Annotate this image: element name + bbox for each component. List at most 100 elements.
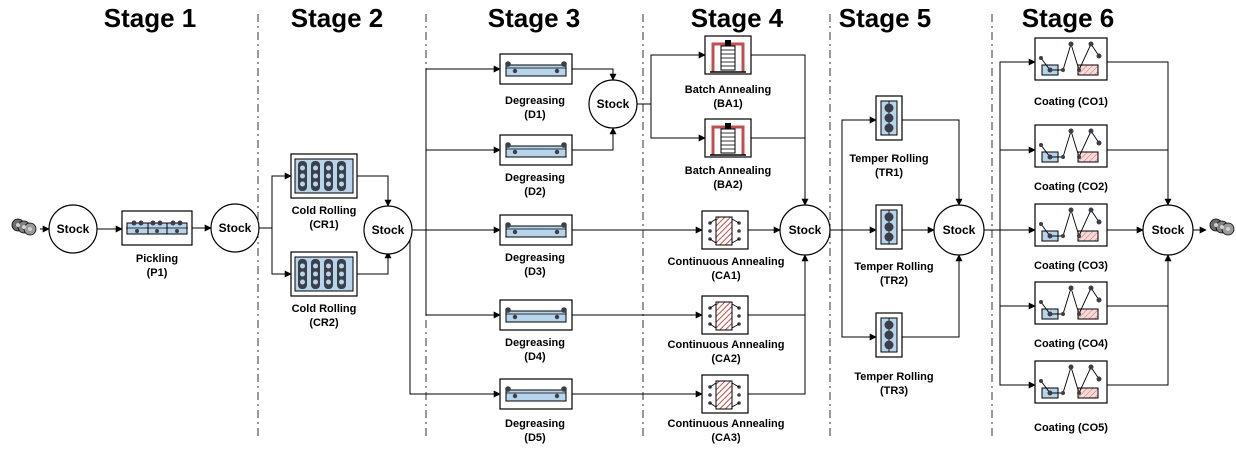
degreasing-icon — [499, 134, 573, 166]
svg-text:Degreasing: Degreasing — [505, 95, 565, 107]
machine-D1: Degreasing (D1) — [499, 53, 573, 121]
machine-CA3: Continuous Annealing (CA3) — [668, 374, 785, 444]
svg-text:(BA2): (BA2) — [713, 179, 743, 191]
svg-text:(D1): (D1) — [524, 109, 546, 121]
svg-text:(P1): (P1) — [147, 267, 168, 279]
machine-D4: Degreasing (D4) — [499, 299, 573, 363]
svg-text:Batch Annealing: Batch Annealing — [685, 84, 771, 96]
svg-text:(D3): (D3) — [524, 266, 546, 278]
machine-CR2: Cold Rolling (CR2) — [290, 251, 358, 329]
machine-TR2: Temper Rolling (TR2) — [854, 204, 934, 287]
svg-text:(D5): (D5) — [524, 432, 546, 444]
svg-text:Stock: Stock — [1152, 223, 1185, 237]
batch-annealing-icon — [703, 34, 753, 76]
machine-TR3: Temper Rolling (TR3) — [854, 312, 934, 397]
svg-text:Coating (CO4): Coating (CO4) — [1034, 338, 1108, 350]
stock-node-1: Stock — [48, 204, 98, 254]
batch-annealing-icon — [703, 117, 753, 159]
stage-title-1: Stage 1 — [104, 3, 197, 33]
machine-CO4: Coating (CO4) — [1034, 281, 1108, 350]
flow-edges — [40, 51, 1207, 398]
svg-text:(CA2): (CA2) — [711, 353, 741, 365]
svg-text:(TR3): (TR3) — [880, 385, 908, 397]
degreasing-icon — [499, 53, 573, 85]
degreasing-icon — [499, 299, 573, 331]
cold-rolling-icon — [290, 153, 358, 199]
svg-text:Temper Rolling: Temper Rolling — [854, 261, 933, 273]
svg-text:(CR2): (CR2) — [309, 317, 339, 329]
svg-text:Coating (CO5): Coating (CO5) — [1034, 422, 1108, 434]
temper-rolling-icon — [875, 204, 903, 250]
svg-text:Coating (CO3): Coating (CO3) — [1034, 260, 1108, 272]
stock-node-5: Stock — [933, 204, 985, 256]
svg-text:Stock: Stock — [219, 221, 252, 235]
svg-text:Coating (CO1): Coating (CO1) — [1034, 96, 1108, 108]
svg-text:Coating (CO2): Coating (CO2) — [1034, 181, 1108, 193]
machine-D2: Degreasing (D2) — [499, 134, 573, 198]
stage-title-2: Stage 2 — [291, 3, 384, 33]
machine-CO1: Coating (CO1) — [1034, 37, 1108, 108]
machine-CR1: Cold Rolling (CR1) — [290, 153, 358, 231]
machine-CO2: Coating (CO2) — [1034, 124, 1108, 193]
machine-D3: Degreasing (D3) — [499, 214, 573, 278]
stock-node-degreasing: Stock — [588, 79, 638, 129]
temper-rolling-icon — [875, 312, 903, 358]
coating-icon — [1034, 281, 1108, 325]
stock-node-4: Stock — [779, 204, 831, 256]
stage-title-4: Stage 4 — [691, 3, 784, 33]
stock-node-6: Stock — [1142, 204, 1194, 256]
coating-icon — [1034, 124, 1108, 168]
machine-CO5: Coating (CO5) — [1034, 360, 1108, 434]
svg-text:Temper Rolling: Temper Rolling — [854, 371, 933, 383]
svg-text:Degreasing: Degreasing — [505, 418, 565, 430]
coating-icon — [1034, 37, 1108, 81]
stock-node-3: Stock — [363, 205, 413, 255]
svg-text:Cold Rolling: Cold Rolling — [292, 303, 357, 315]
stage-titles: Stage 1 Stage 2 Stage 3 Stage 4 Stage 5 … — [104, 3, 1115, 33]
svg-text:(TR2): (TR2) — [880, 275, 908, 287]
svg-text:Degreasing: Degreasing — [505, 172, 565, 184]
svg-text:Continuous Annealing: Continuous Annealing — [668, 256, 785, 268]
machine-BA1: Batch Annealing (BA1) — [685, 34, 771, 110]
svg-text:Cold Rolling: Cold Rolling — [292, 205, 357, 217]
continuous-annealing-icon — [701, 374, 749, 414]
svg-text:Batch Annealing: Batch Annealing — [685, 165, 771, 177]
svg-text:(TR1): (TR1) — [875, 167, 903, 179]
machine-D5: Degreasing (D5) — [499, 378, 573, 444]
svg-text:(D4): (D4) — [524, 351, 546, 363]
stage-dividers — [257, 14, 993, 440]
machine-P1: Pickling (P1) — [121, 210, 193, 279]
svg-text:(BA1): (BA1) — [713, 98, 743, 110]
stage-title-3: Stage 3 — [488, 3, 581, 33]
svg-text:Temper Rolling: Temper Rolling — [849, 153, 928, 165]
svg-text:Stock: Stock — [597, 97, 630, 111]
svg-text:Continuous Annealing: Continuous Annealing — [668, 339, 785, 351]
coating-icon — [1034, 360, 1108, 404]
continuous-annealing-icon — [701, 210, 749, 250]
machine-TR1: Temper Rolling (TR1) — [849, 95, 929, 179]
svg-text:Stock: Stock — [943, 223, 976, 237]
stock-node-2: Stock — [210, 203, 260, 253]
svg-text:(CR1): (CR1) — [309, 219, 339, 231]
svg-text:Degreasing: Degreasing — [505, 252, 565, 264]
svg-text:Degreasing: Degreasing — [505, 337, 565, 349]
svg-text:Continuous Annealing: Continuous Annealing — [668, 418, 785, 430]
coating-icon — [1034, 203, 1108, 247]
cold-rolling-icon — [290, 251, 358, 297]
pickling-icon — [121, 210, 193, 246]
stage-title-6: Stage 6 — [1022, 3, 1115, 33]
svg-text:Pickling: Pickling — [136, 253, 178, 265]
continuous-annealing-icon — [701, 295, 749, 335]
svg-text:(D2): (D2) — [524, 186, 546, 198]
machine-BA2: Batch Annealing (BA2) — [685, 117, 771, 191]
machine-CA1: Continuous Annealing (CA1) — [668, 210, 785, 282]
svg-text:Stock: Stock — [372, 223, 405, 237]
stage-title-5: Stage 5 — [839, 3, 932, 33]
input-coils-icon — [11, 218, 37, 236]
svg-text:(CA1): (CA1) — [711, 270, 741, 282]
temper-rolling-icon — [875, 95, 903, 141]
output-coils-icon — [1209, 218, 1235, 236]
degreasing-icon — [499, 378, 573, 410]
degreasing-icon — [499, 214, 573, 246]
svg-text:(CA3): (CA3) — [711, 432, 741, 444]
